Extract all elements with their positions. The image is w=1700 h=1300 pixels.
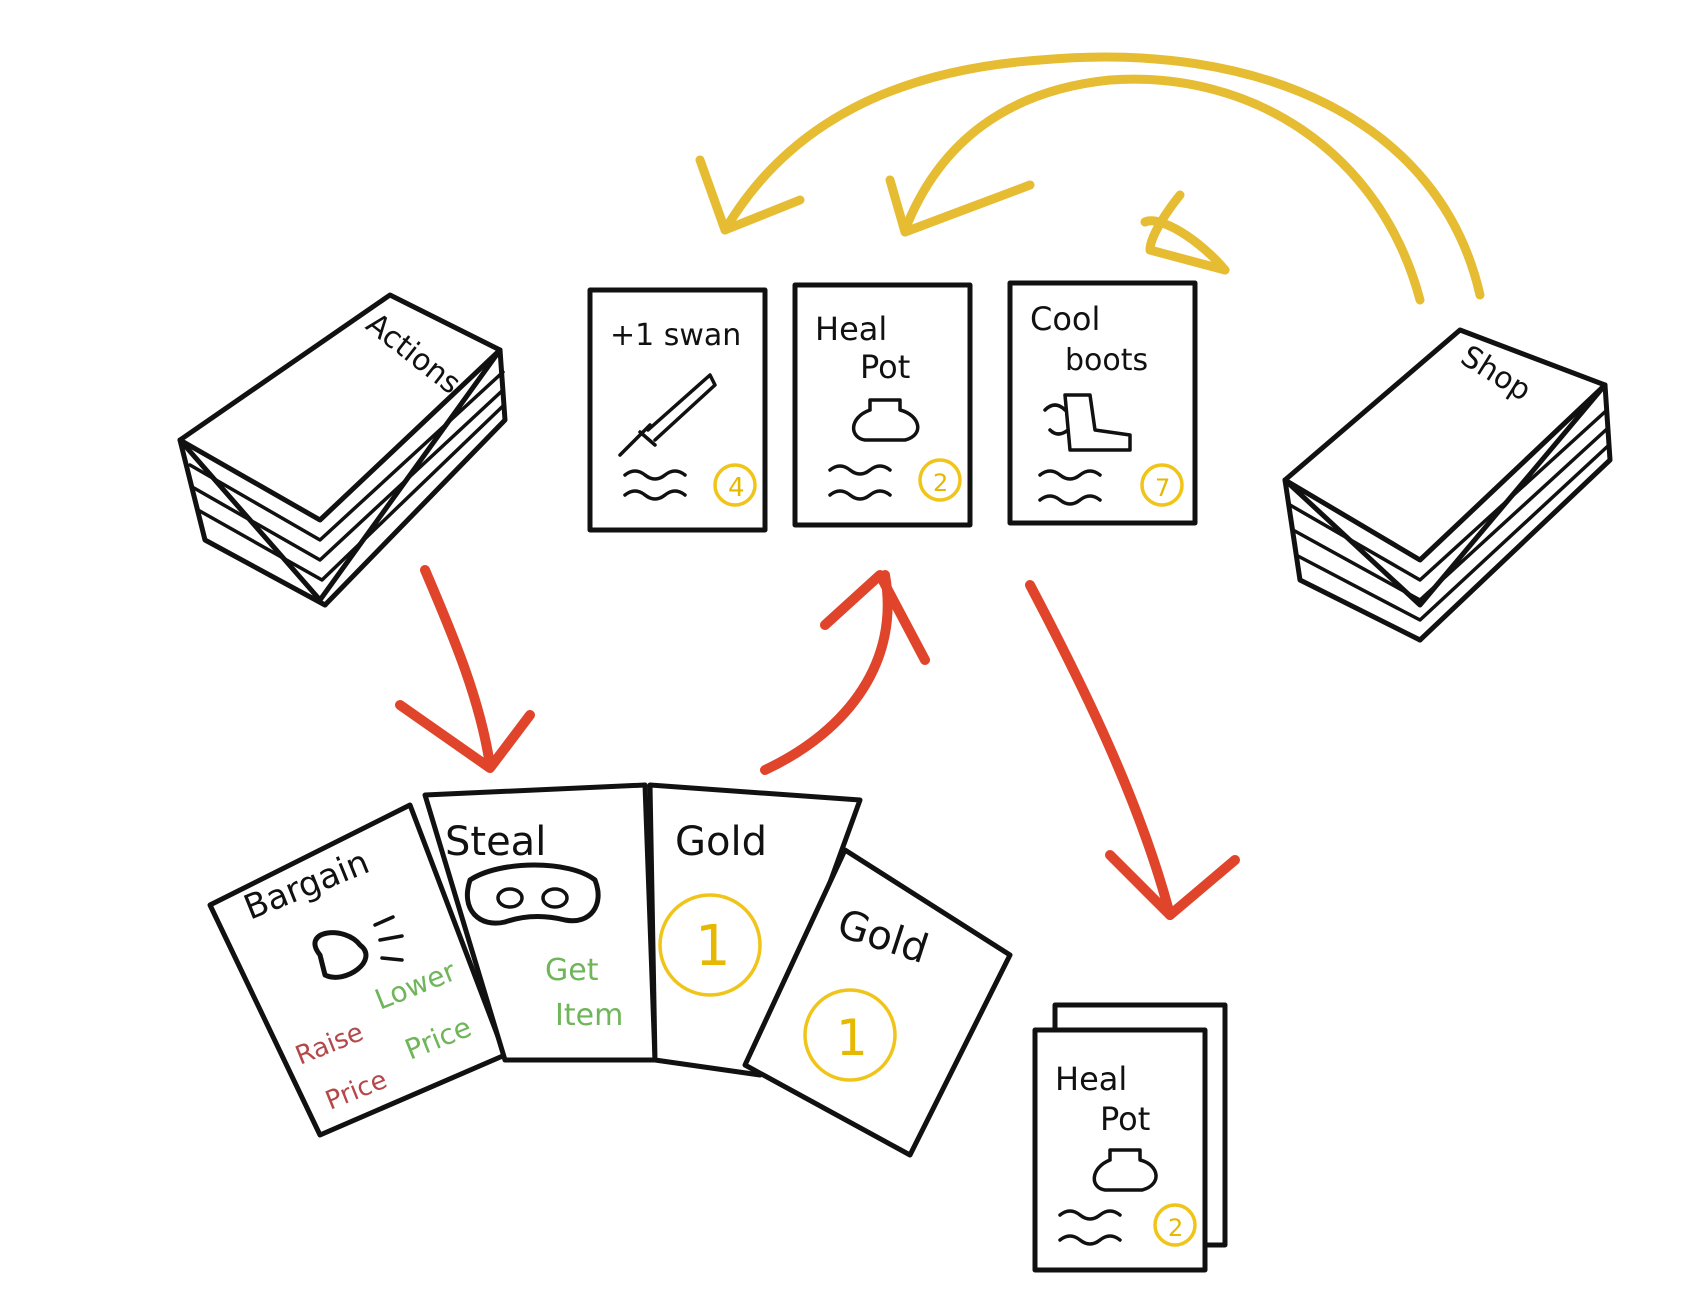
- shop-card-heal-pot[interactable]: Heal Pot 2: [792, 282, 973, 528]
- player-flow-arrows: [395, 565, 1240, 920]
- steal-title: Steal: [445, 819, 546, 865]
- shop-deck-label: Shop: [1455, 339, 1538, 409]
- megaphone-icon: [312, 915, 404, 980]
- shop-card-title-line2: Pot: [860, 348, 910, 386]
- acquired-card-title: Heal: [1055, 1060, 1127, 1098]
- hand-card-bargain[interactable]: Bargain Raise Price Lower Price: [207, 802, 508, 1138]
- shop-refill-arrows: [695, 52, 1485, 305]
- shop-card-sword[interactable]: +1 swan 4: [587, 287, 768, 533]
- boots-icon: [1043, 393, 1132, 452]
- shop-deck[interactable]: Shop: [1282, 327, 1613, 643]
- get-item-label: Get: [545, 953, 599, 988]
- potion-icon: [851, 398, 920, 442]
- description-lines: [828, 464, 892, 501]
- price-value: 2: [1168, 1214, 1183, 1242]
- price-coin: 2: [1153, 1203, 1197, 1247]
- actions-deck[interactable]: Actions: [177, 292, 508, 608]
- hand-card-gold-1[interactable]: Gold 1: [647, 782, 863, 1078]
- shop-card-title: Cool: [1030, 300, 1100, 338]
- gold-value: 1: [836, 1009, 868, 1067]
- price-coin: 2: [918, 458, 962, 502]
- acquired-card-stack[interactable]: Heal Pot 2: [1032, 1002, 1228, 1273]
- mask-icon: [464, 862, 601, 926]
- potion-icon: [1092, 1148, 1158, 1192]
- actions-deck-label: Actions: [359, 306, 467, 401]
- price-value: 4: [728, 473, 745, 503]
- hand-card-gold-2[interactable]: Gold 1: [742, 847, 1013, 1158]
- price-coin: 7: [1140, 463, 1184, 507]
- price-value: 7: [1155, 474, 1170, 502]
- sword-icon: [618, 373, 717, 457]
- get-item-label-line2: Item: [555, 998, 623, 1033]
- acquired-card-title-line2: Pot: [1100, 1100, 1150, 1138]
- shop-card-cool-boots[interactable]: Cool boots 7: [1007, 280, 1198, 526]
- price-value: 2: [933, 469, 948, 497]
- gold-coin: 1: [658, 893, 762, 997]
- description-lines: [1058, 1209, 1122, 1246]
- shop-card-title: Heal: [815, 310, 887, 348]
- description-lines: [1038, 469, 1102, 506]
- shop-card-title: +1 swan: [610, 318, 741, 353]
- gold-coin: 1: [803, 988, 897, 1082]
- price-coin: 4: [713, 463, 757, 507]
- gold-title: Gold: [675, 819, 767, 865]
- description-lines: [623, 469, 687, 501]
- hand-card-steal[interactable]: Steal Get Item: [422, 782, 658, 1063]
- gold-value: 1: [695, 914, 731, 979]
- shop-card-title-line2: boots: [1065, 343, 1148, 378]
